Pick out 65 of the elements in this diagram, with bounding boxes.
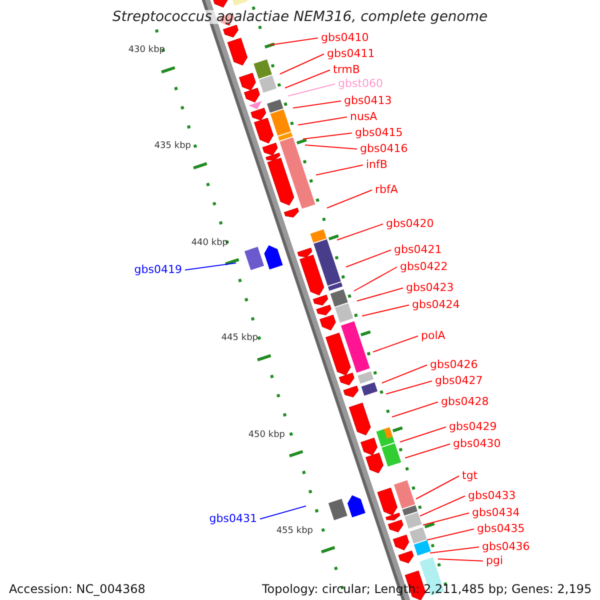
scale-label: 445 kbp: [221, 332, 258, 345]
gene-label: gbs0415: [355, 126, 403, 140]
leader-line: [420, 496, 466, 516]
gene-label: gbs0424: [412, 298, 460, 312]
leader-line: [270, 38, 318, 46]
gene-label: gbs0410: [321, 31, 369, 45]
leader-line: [302, 132, 352, 140]
gene-label: gbs0411: [327, 47, 375, 61]
leader-line: [184, 262, 236, 270]
leader-line: [422, 512, 470, 526]
leader-line: [392, 402, 438, 418]
scale-label: 440 kbp: [191, 237, 228, 250]
gene-label: gbs0435: [477, 522, 525, 536]
gene-label: gbs0430: [453, 437, 501, 451]
gene-label: gbs0422: [400, 260, 448, 274]
leader-line: [386, 380, 432, 394]
gene-label: infB: [366, 158, 388, 172]
leader-line: [346, 250, 392, 268]
accession-text: Accession: NC_004368: [9, 582, 146, 596]
gene-label: pgi: [486, 554, 504, 568]
scale-label: 435 kbp: [154, 140, 191, 153]
leader-line: [382, 364, 428, 384]
leader-line: [416, 476, 460, 500]
gene-label: polA: [421, 329, 446, 343]
gene-label: gbs0433: [468, 489, 516, 503]
gene-label: gbs0434: [472, 506, 520, 520]
gene-label: nusA: [350, 110, 378, 124]
gene-label: gbs0419: [134, 263, 182, 277]
leader-line: [426, 528, 474, 540]
gene-label: gbs0428: [441, 395, 489, 409]
gene-label: trmB: [333, 63, 360, 77]
leader-line: [304, 144, 358, 150]
gene-label: rbfA: [375, 183, 398, 197]
leader-line: [404, 444, 450, 458]
leader-line: [372, 336, 418, 352]
scale-label: 450 kbp: [248, 429, 285, 442]
leader-line: [284, 70, 330, 88]
scale-label: 430 kbp: [128, 44, 165, 57]
leader-line: [362, 304, 410, 316]
leader-line: [260, 506, 306, 520]
leader-line: [316, 164, 364, 176]
leader-line: [298, 116, 348, 126]
gene-label: gbs0423: [406, 281, 454, 295]
leader-line: [430, 546, 480, 554]
leader-line: [438, 558, 484, 562]
leader-line: [288, 84, 336, 96]
gene-label: gbs0420: [386, 217, 434, 231]
leader-line: [354, 266, 398, 292]
gene-label: gbs0413: [344, 94, 392, 108]
leader-line: [400, 426, 446, 442]
gene-label: gbs0429: [449, 420, 497, 434]
gene-label: gbs0426: [430, 358, 478, 372]
leader-line: [280, 54, 324, 74]
gene-label: gbs0416: [360, 142, 408, 156]
gene-label: gbs0421: [394, 243, 442, 257]
scale-label: 455 kbp: [276, 525, 313, 538]
gene-label: gbs0431: [209, 512, 257, 526]
gene-label: gbs0427: [435, 374, 483, 388]
gene-label: gbst060: [338, 77, 384, 91]
gene-label: gbs0436: [482, 540, 530, 554]
leader-line: [326, 190, 372, 208]
gene-label: tgt: [462, 469, 478, 483]
leader-line: [356, 288, 404, 302]
leader-line: [292, 100, 342, 108]
leader-line: [336, 224, 384, 240]
